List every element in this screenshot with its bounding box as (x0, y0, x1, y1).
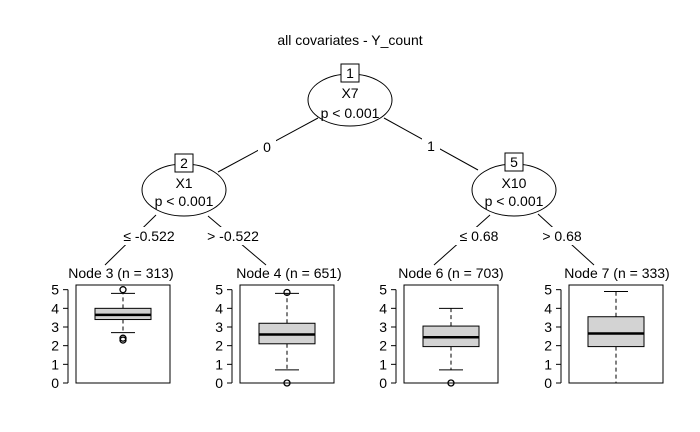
node-id-1: 1 (346, 65, 354, 81)
edge-label-1-5: 1 (427, 138, 435, 154)
y-tick-label: 0 (51, 375, 59, 391)
outlier-point (283, 288, 291, 297)
node-2-pvalue: p < 0.001 (155, 193, 214, 209)
edge-label-2-4: > -0.522 (207, 228, 259, 244)
y-tick-label: 1 (544, 356, 552, 372)
node-5-variable: X10 (502, 175, 527, 191)
y-tick-label: 0 (215, 375, 223, 391)
node-1-variable: X7 (341, 85, 358, 101)
edge-label-bg (535, 227, 589, 245)
y-tick-label: 2 (544, 338, 552, 354)
y-tick-label: 4 (51, 300, 59, 316)
y-tick-label: 2 (379, 338, 387, 354)
terminal-node-4-label: Node 4 (n = 651) (236, 265, 341, 281)
y-tick-label: 3 (379, 319, 387, 335)
edge-label-1-2: 0 (263, 139, 271, 155)
terminal-node-3-label: Node 3 (n = 313) (68, 265, 173, 281)
edge-label-bg (114, 227, 184, 245)
y-tick-label: 5 (379, 282, 387, 298)
y-tick-label: 5 (544, 282, 552, 298)
y-tick-label: 2 (215, 338, 223, 354)
terminal-node-6-label: Node 6 (n = 703) (398, 265, 503, 281)
y-tick-label: 0 (544, 375, 552, 391)
y-tick-label: 5 (215, 282, 223, 298)
outlier-point (119, 334, 127, 342)
edge-label-2-3: ≤ -0.522 (123, 228, 174, 244)
y-tick-label: 5 (51, 282, 59, 298)
node-2-variable: X1 (175, 175, 192, 191)
node-id-box-1 (340, 63, 360, 83)
node-id-2: 2 (180, 155, 188, 171)
edge-label-5-6: ≤ 0.68 (460, 228, 499, 244)
y-tick-label: 0 (379, 375, 387, 391)
box-iqr (587, 316, 645, 348)
y-tick-label: 3 (51, 319, 59, 335)
y-tick-label: 1 (215, 356, 223, 372)
plot-title: all covariates - Y_count (277, 32, 422, 48)
y-tick-label: 4 (215, 300, 223, 316)
y-tick-label: 4 (544, 300, 552, 316)
y-tick-label: 2 (51, 338, 59, 354)
boxplot-panels: 0 1 2 3 4 5 0 1 2 3 4 5 0 1 2 3 4 5 0 1 2 3 4 5 (51, 282, 664, 391)
edge-label-bg (452, 227, 506, 245)
y-tick-label: 4 (379, 300, 387, 316)
node-1-pvalue: p < 0.001 (321, 105, 380, 121)
edge-label-bg (198, 227, 268, 245)
y-tick-label: 1 (51, 356, 59, 372)
edge-label-bg (258, 138, 276, 156)
outlier-point (447, 379, 455, 387)
y-tick-label: 3 (544, 319, 552, 335)
node-id-box-5 (504, 152, 524, 172)
node-id-box-2 (174, 153, 194, 173)
y-tick-label: 3 (215, 319, 223, 335)
outlier-point (283, 379, 291, 387)
node-5-pvalue: p < 0.001 (485, 193, 544, 209)
edge-label-5-7: > 0.68 (542, 228, 582, 244)
outlier-point (119, 286, 127, 294)
node-id-5: 5 (510, 154, 518, 170)
y-tick-label: 1 (379, 356, 387, 372)
terminal-node-7-label: Node 7 (n = 333) (564, 265, 669, 281)
edge-label-bg (422, 137, 440, 155)
